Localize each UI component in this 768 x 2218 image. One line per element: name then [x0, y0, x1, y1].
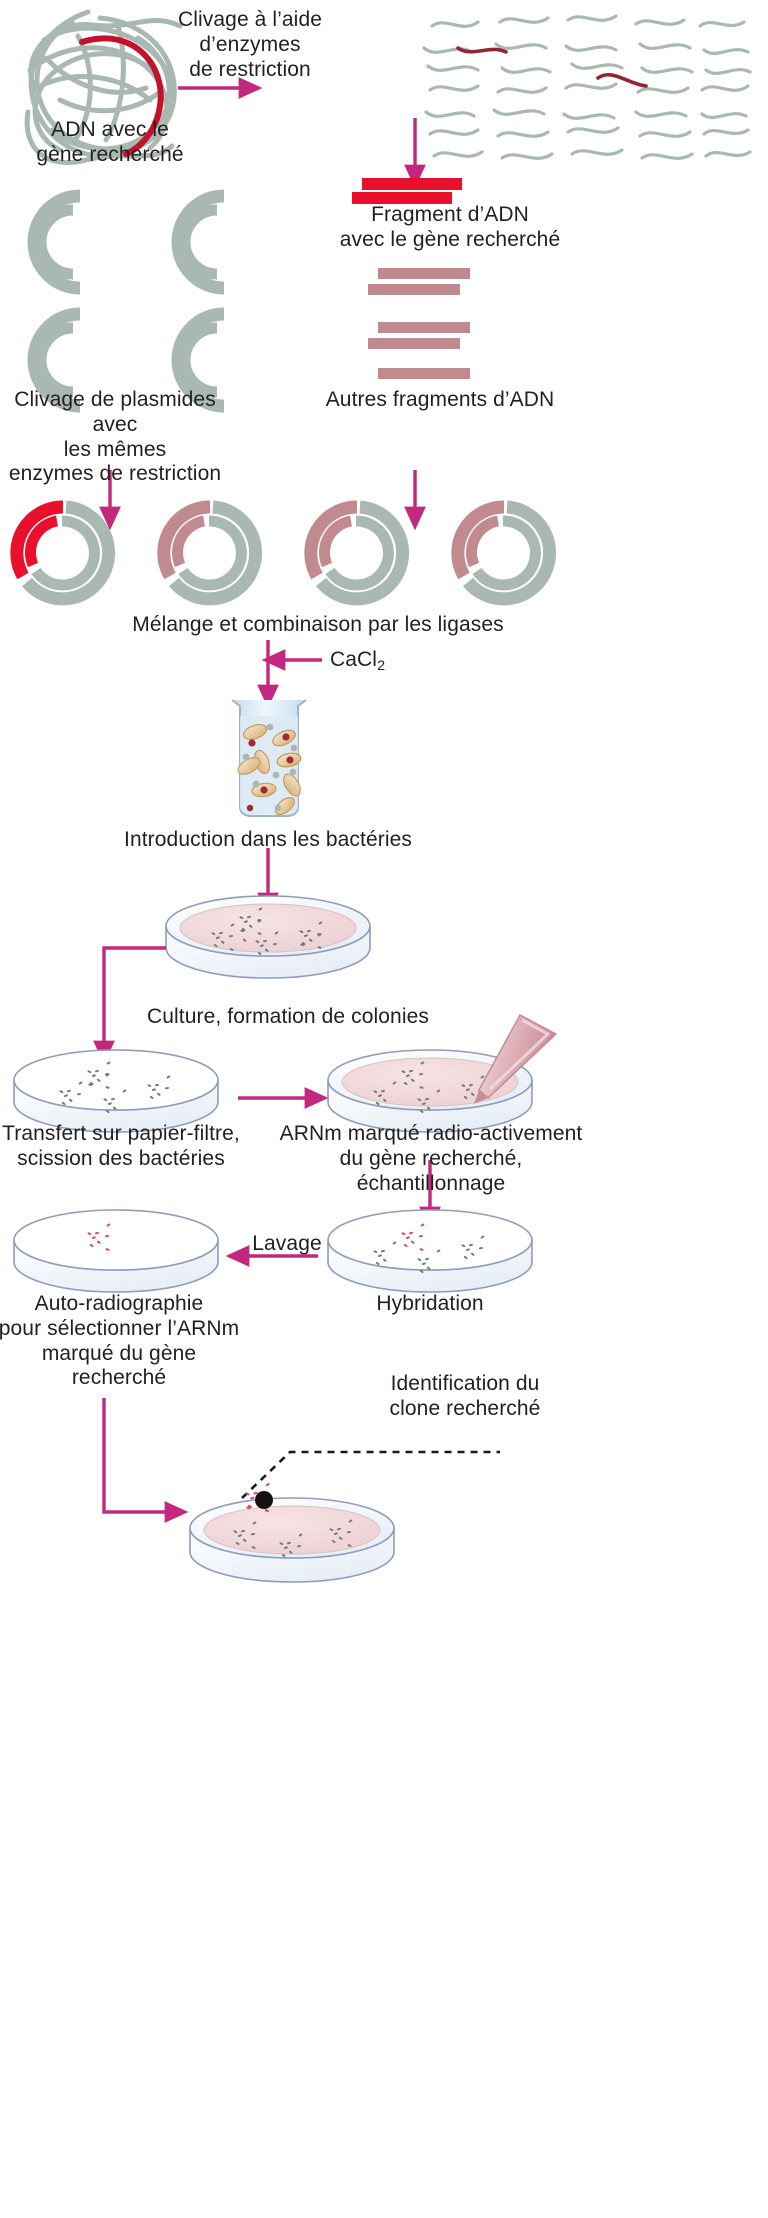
label-cacl2-subscript: 2 — [377, 657, 386, 674]
label-filter-transfer: Transfert sur papier-filtre, scission de… — [2, 1122, 240, 1170]
pipette-icon — [474, 1014, 558, 1104]
petri-dish-final — [189, 1482, 395, 1583]
plasmid-dots-grey — [242, 723, 298, 812]
label-autoradiography: Auto-radiographie pour sélectionner l’AR… — [0, 1292, 240, 1390]
label-hybridation: Hybridation — [376, 1292, 484, 1315]
colony-cluster — [211, 907, 323, 956]
recombinant-plasmid-2 — [157, 500, 263, 606]
label-culture: Culture, formation de colonies — [147, 1005, 429, 1028]
recombinant-plasmid-3 — [304, 500, 410, 606]
label-ligase: Mélange et combinaison par les ligases — [132, 613, 504, 636]
target-gene-fragment-b — [596, 72, 648, 88]
cut-plasmid-group — [27, 189, 225, 413]
colony-cluster — [59, 1061, 171, 1114]
colony-cluster-labelled — [87, 1223, 111, 1251]
dna-fragment-field — [422, 14, 752, 160]
colony-cluster — [373, 1235, 485, 1274]
petri-dish-autoradiography — [13, 1209, 219, 1293]
plasmid-dots-red — [246, 733, 294, 812]
label-identification: Identification du clone recherché — [389, 1372, 541, 1420]
colony-cluster — [373, 1061, 485, 1114]
label-introduction: Introduction dans les bactéries — [124, 828, 412, 851]
label-mrna-probe: ARNm marqué radio-activement du gène rec… — [279, 1122, 583, 1195]
target-gene-fragment-a — [456, 46, 508, 54]
target-fragment-bars — [352, 178, 462, 204]
label-cacl2-formula: CaCl — [330, 648, 378, 671]
petri-dish-probe — [327, 1049, 533, 1133]
colony-cluster — [233, 1519, 353, 1558]
recombinant-plasmid-4 — [451, 500, 557, 606]
label-cacl2: CaCl2 — [330, 648, 450, 675]
other-fragment-bars — [368, 268, 470, 379]
petri-dish-filter — [13, 1049, 219, 1133]
label-other-fragments: Autres fragments d’ADN — [325, 388, 555, 411]
arrow-to-final-dish — [102, 1398, 189, 1523]
identification-leader-line — [241, 1450, 500, 1499]
colony-cluster-labelled — [401, 1223, 425, 1251]
colony-cluster-target — [245, 1482, 270, 1513]
petri-dish-hybridation — [327, 1209, 533, 1293]
label-lavage: Lavage — [252, 1232, 322, 1255]
petri-dish-culture — [165, 895, 371, 979]
beaker-icon — [231, 699, 307, 817]
selected-clone-marker — [255, 1491, 273, 1509]
label-target-fragment: Fragment d’ADN avec le gène recherché — [339, 203, 561, 251]
bacteria-in-beaker — [237, 724, 302, 816]
label-restriction-digest: Clivage à l’aide d’enzymes de restrictio… — [177, 8, 323, 81]
label-plasmid-cleavage: Clivage de plasmides avec les mêmes enzy… — [8, 388, 222, 486]
label-dna-source: ADN avec le gène recherché — [36, 118, 184, 166]
recombinant-plasmid-1 — [10, 500, 116, 606]
